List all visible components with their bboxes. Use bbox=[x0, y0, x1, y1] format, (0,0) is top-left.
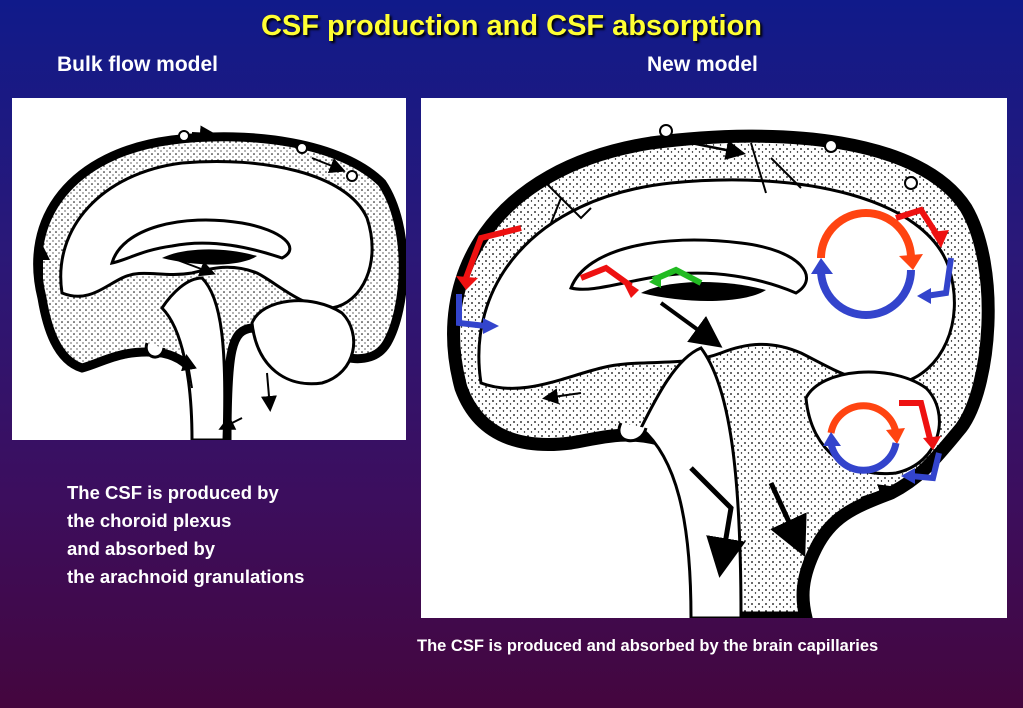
cerebellum bbox=[250, 299, 356, 386]
caption-line: the choroid plexus bbox=[67, 510, 232, 531]
pituitary bbox=[144, 342, 166, 359]
blue-arrow bbox=[910, 452, 942, 482]
blue-arrow bbox=[925, 257, 954, 299]
production-loop-arc bbox=[827, 402, 900, 434]
flow-arrow bbox=[191, 125, 216, 142]
blue-arrow-head bbox=[483, 318, 499, 334]
flow-arrow bbox=[690, 140, 746, 160]
green-arrow-head bbox=[649, 274, 661, 288]
production-loop-head bbox=[886, 428, 905, 444]
absorption-loop-head bbox=[811, 258, 833, 274]
flow-arrow bbox=[768, 481, 807, 558]
pituitary bbox=[617, 422, 648, 443]
flow-arrow bbox=[261, 372, 277, 412]
red-arrow-head bbox=[931, 230, 949, 248]
flow-arrow bbox=[542, 388, 582, 405]
absorption-loop-arc bbox=[827, 442, 900, 474]
bulk-flow-diagram bbox=[12, 98, 406, 440]
flow-arrow bbox=[218, 415, 243, 430]
red-arrow-head bbox=[456, 276, 478, 290]
flow-arrow bbox=[689, 466, 746, 578]
corpus-callosum bbox=[569, 238, 808, 295]
caption-line: and absorbed by bbox=[67, 538, 216, 559]
arachnoid-granulation-3 bbox=[904, 176, 918, 190]
new-model-brain-illustration bbox=[447, 124, 995, 618]
absorption-loop-head bbox=[823, 432, 841, 446]
blue-arrow bbox=[456, 294, 487, 329]
blue-arrow-head bbox=[901, 468, 915, 484]
capillary-vessels bbox=[540, 142, 802, 224]
caption-line: the arachnoid granulations bbox=[67, 566, 305, 587]
bulk-flow-brain-illustration bbox=[33, 125, 406, 440]
corpus-callosum bbox=[109, 218, 292, 265]
caption-line: The CSF is produced by bbox=[67, 482, 279, 503]
arachnoid-granulation-1 bbox=[178, 130, 190, 142]
production-loop-arc bbox=[817, 209, 915, 259]
blue-arrow-head bbox=[917, 288, 931, 304]
absorption-loop-arc bbox=[817, 269, 915, 319]
lateral-ventricle bbox=[641, 282, 766, 301]
new-model-diagram bbox=[421, 98, 1007, 618]
red-arrow-head bbox=[621, 278, 639, 298]
slide-title: CSF production and CSF absorption bbox=[260, 10, 763, 42]
flow-arrow bbox=[311, 157, 346, 173]
red-arrow bbox=[463, 225, 522, 280]
bulk-flow-caption: The CSF is produced by the choroid plexu… bbox=[67, 479, 304, 591]
red-arrow-head bbox=[923, 436, 941, 450]
new-model-heading: New model bbox=[647, 53, 758, 76]
flow-arrow bbox=[181, 354, 197, 389]
production-loop-head bbox=[899, 254, 923, 270]
arachnoid-granulation-3 bbox=[346, 170, 358, 182]
flow-arrow bbox=[860, 484, 895, 500]
flow-arrow bbox=[659, 301, 723, 348]
lateral-ventricle bbox=[162, 249, 257, 265]
new-model-caption: The CSF is produced and absorbed by the … bbox=[417, 637, 879, 655]
bulk-flow-model-heading: Bulk flow model bbox=[57, 53, 219, 76]
arachnoid-granulation-2 bbox=[296, 142, 308, 154]
red-arrow bbox=[899, 400, 934, 444]
red-arrow bbox=[895, 206, 942, 240]
arachnoid-granulation-2 bbox=[824, 139, 838, 153]
flow-arrow bbox=[171, 257, 216, 277]
arachnoid-granulation-1 bbox=[659, 124, 673, 138]
